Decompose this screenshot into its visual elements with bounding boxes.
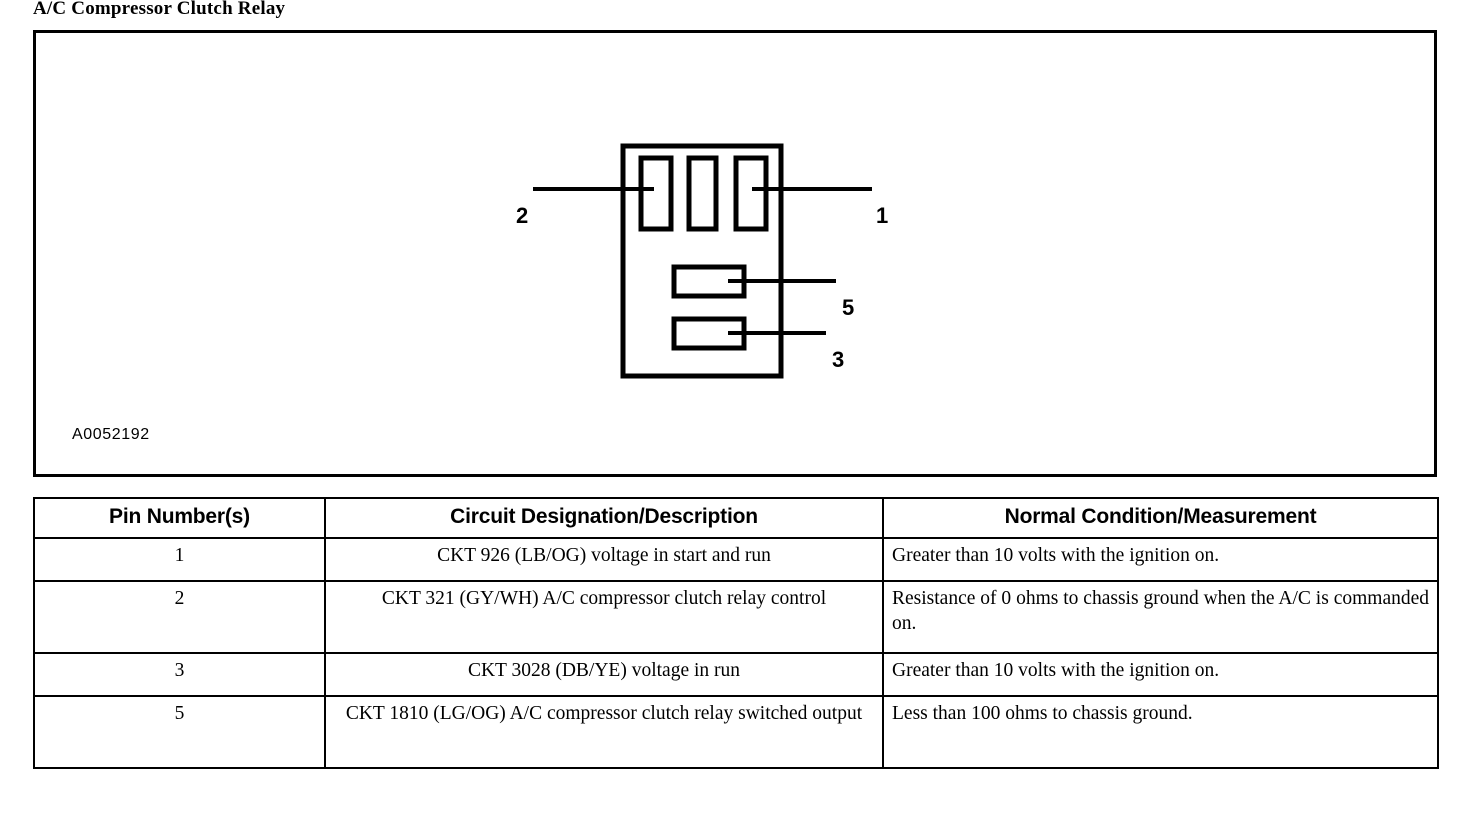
callout-label-1: 1 (876, 203, 889, 228)
relay-connector-diagram (533, 143, 872, 379)
cell-description: CKT 3028 (DB/YE) voltage in run (324, 652, 884, 697)
cell-measurement: Less than 100 ohms to chassis ground. (882, 695, 1439, 769)
blade-slot-pin-2 (638, 155, 674, 232)
cell-measurement: Resistance of 0 ohms to chassis ground w… (882, 580, 1439, 654)
column-header-normal-condition: Normal Condition/Measurement (882, 497, 1439, 539)
cell-pin-number: 3 (33, 652, 326, 697)
pin-assignment-table: Pin Number(s) Circuit Designation/Descri… (33, 497, 1439, 769)
table-row: 3 CKT 3028 (DB/YE) voltage in run Greate… (33, 652, 1439, 697)
figure-caption: A0052192 (72, 426, 150, 443)
cell-pin-number: 1 (33, 537, 326, 582)
cell-description: CKT 1810 (LG/OG) A/C compressor clutch r… (324, 695, 884, 769)
page-title: A/C Compressor Clutch Relay (33, 0, 286, 19)
blade-slot-center (686, 155, 719, 232)
cell-measurement: Greater than 10 volts with the ignition … (882, 537, 1439, 582)
blade-slot-pin-1 (733, 155, 769, 232)
figure-panel: 2 1 5 3 A0052192 (33, 30, 1437, 477)
cell-pin-number: 5 (33, 695, 326, 769)
column-header-circuit-description: Circuit Designation/Description (324, 497, 884, 539)
relay-body-outline (620, 143, 784, 379)
table-row: 2 CKT 321 (GY/WH) A/C compressor clutch … (33, 580, 1439, 654)
table-header-row: Pin Number(s) Circuit Designation/Descri… (33, 497, 1439, 539)
table-row: 1 CKT 926 (LB/OG) voltage in start and r… (33, 537, 1439, 582)
callout-label-3: 3 (832, 347, 845, 372)
cell-pin-number: 2 (33, 580, 326, 654)
callout-label-2: 2 (516, 203, 529, 228)
callout-label-5: 5 (842, 295, 855, 320)
cell-description: CKT 321 (GY/WH) A/C compressor clutch re… (324, 580, 884, 654)
cell-description: CKT 926 (LB/OG) voltage in start and run (324, 537, 884, 582)
table-row: 5 CKT 1810 (LG/OG) A/C compressor clutch… (33, 695, 1439, 769)
column-header-pin-number: Pin Number(s) (33, 497, 326, 539)
cell-measurement: Greater than 10 volts with the ignition … (882, 652, 1439, 697)
